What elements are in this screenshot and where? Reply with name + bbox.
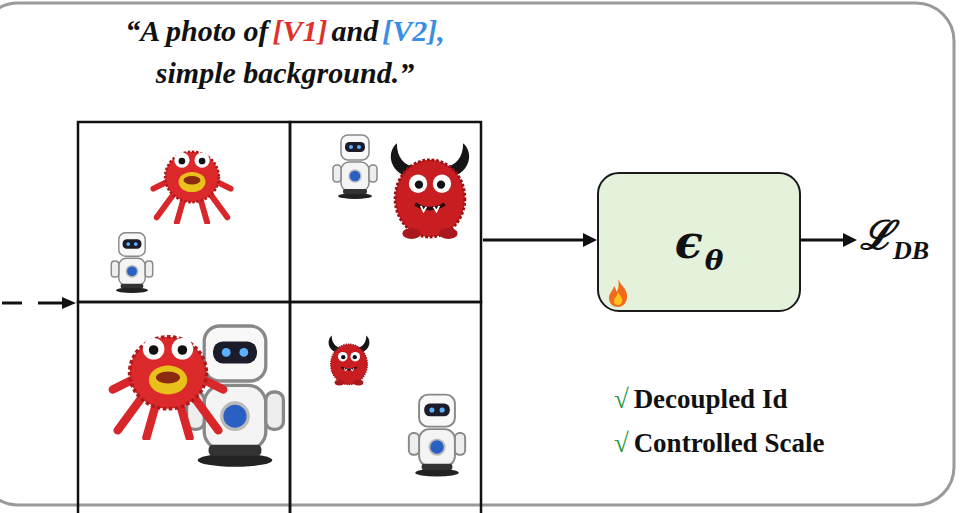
text-row: √Decoupled Id [614,384,787,415]
check-mark: √ [614,384,629,415]
prompt-text: and [332,14,379,48]
panel-outline [0,3,954,505]
check-mark: √ [614,428,629,459]
model-box: ϵθ [597,172,801,312]
property-text: Controlled Scale [634,428,825,459]
property-text: Decoupled Id [634,384,788,415]
loss-subscript: DB [893,236,929,266]
token-v1: [V1] [273,14,328,48]
prompt-text: simple background.” [156,56,414,90]
model-symbol: ϵ [675,215,703,269]
model-subscript: θ [705,244,724,277]
model-label: ϵθ [675,215,724,269]
flame-icon [606,278,630,308]
toy-images [111,135,469,477]
loss-symbol: ℒ [860,206,893,261]
text-row: “A photo of[V1]and[V2], [0,14,570,48]
prompt-text: “A photo of [125,14,268,48]
image-frames [78,122,481,513]
token-v2: [V2], [382,14,445,48]
text-row: √Controlled Scale [614,428,824,459]
text-row: simple background.” [0,56,570,90]
text-row: ℒDB [860,206,929,261]
